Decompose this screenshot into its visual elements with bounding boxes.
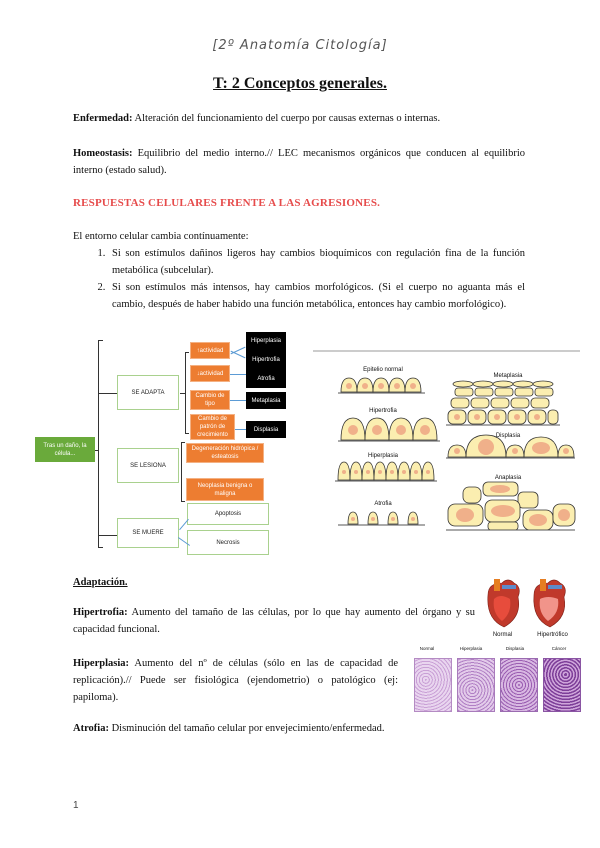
- tissue-sample-cancer: [543, 658, 581, 712]
- branch-se-lesiona: SE LESIONA: [117, 448, 179, 483]
- label-anaplasia: Anaplasia: [494, 475, 522, 481]
- item-neoplasia: Neoplasia benigna o maligna: [186, 478, 264, 501]
- tissue-sample-displasia: [500, 658, 538, 712]
- heart-figure: Normal Hipertrófico: [480, 575, 580, 640]
- item-necrosis: Necrosis: [187, 530, 269, 555]
- definition-text: Aumento del nº de células (sólo en las d…: [73, 658, 398, 703]
- adaptacion-heading: Adaptación.: [73, 574, 525, 591]
- branch-se-adapta: SE ADAPTA: [117, 375, 179, 410]
- label-epitelio-normal: Epitelio normal: [363, 367, 403, 373]
- response-list: Si son estímulos dañinos ligeros hay cam…: [73, 245, 525, 313]
- list-item: Si son estímulos más intensos, hay cambi…: [108, 279, 525, 313]
- definition-hipertrofia: Hipertrofia: Aumento del tamaño de las c…: [73, 604, 475, 638]
- heart-illustration-icon: [487, 579, 566, 628]
- definition-hiperplasia: Hiperplasia: Aumento del nº de células (…: [73, 655, 398, 706]
- label-atrofia: Atrofia: [374, 501, 392, 507]
- tissue-sample-normal: [414, 658, 452, 712]
- branch-se-muere: SE MUERE: [117, 518, 179, 548]
- definition-text: Equilibrio del medio interno.// LEC meca…: [73, 148, 525, 176]
- page-title: T: 2 Conceptos generales.: [213, 75, 387, 92]
- result-hiperplasia: Hiperplasia: [250, 338, 281, 345]
- item-apoptosis: Apoptosis: [187, 503, 269, 525]
- cell-illustration-icon: [335, 377, 576, 531]
- item-degeneracion: Degeneración hidrópica / esteatosis: [186, 443, 264, 463]
- tissue-progression-figure: Normal Hiperplasia Displasia Cáncer: [412, 645, 582, 712]
- label-hiperplasia: Hiperplasia: [459, 645, 483, 651]
- term: Enfermedad:: [73, 113, 133, 124]
- diagram-root: Tras un daño, la célula...: [35, 437, 95, 462]
- result-hipertrofia: Hipertrofia: [252, 356, 280, 363]
- term: Hiperplasia:: [73, 658, 130, 669]
- cell-adaptation-figure: Epitelio normal Hipertrofia Hiperplasia …: [313, 350, 580, 532]
- item-decrease-activity: ↓actividad: [190, 365, 230, 382]
- label-normal: Normal: [419, 645, 435, 651]
- heading-text: Adaptación.: [73, 577, 128, 588]
- document-header: [2º Anatomía Citología]: [212, 38, 388, 53]
- term: Hipertrofia:: [73, 607, 128, 618]
- intro-text: El entorno celular cambia contínuamente:: [73, 231, 249, 242]
- label-hiperplasia: Hiperplasia: [367, 453, 398, 459]
- definition-atrofia: Atrofia: Disminución del tamaño celular …: [73, 720, 525, 737]
- result-displasia: Displasia: [246, 421, 286, 438]
- item-increase-activity: ↑actividad: [190, 342, 230, 359]
- term: Homeostasis:: [73, 148, 133, 159]
- section-heading: RESPUESTAS CELULARES FRENTE A LAS AGRESI…: [73, 197, 381, 209]
- cell-response-diagram: Tras un daño, la célula... SE ADAPTA SE …: [35, 330, 286, 560]
- item-change-growth-pattern: Cambio de patrón de crecimiento: [190, 414, 235, 440]
- page-number: 1: [73, 800, 79, 811]
- intro-paragraph: El entorno celular cambia contínuamente:…: [73, 228, 525, 313]
- results-activity: Hiperplasia Hipertrofia Atrofia: [246, 332, 286, 388]
- definition-text: Alteración del funcionamiento del cuerpo…: [132, 113, 441, 124]
- result-atrofia: Atrofia: [257, 375, 275, 382]
- term: Atrofia:: [73, 723, 109, 734]
- label-displasia: Displasia: [505, 645, 525, 651]
- label-normal: Normal: [492, 632, 513, 638]
- definition-text: Aumento del tamaño de las células, por l…: [73, 607, 475, 635]
- label-metaplasia: Metaplasia: [493, 373, 523, 379]
- item-change-type: Cambio de tipo: [190, 390, 230, 410]
- definition-enfermedad: Enfermedad: Alteración del funcionamient…: [73, 110, 525, 127]
- list-item: Si son estímulos dañinos ligeros hay cam…: [108, 245, 525, 279]
- definition-text: Disminución del tamaño celular por envej…: [108, 723, 385, 734]
- label-hipertrofico: Hipertrófico: [537, 632, 568, 638]
- label-hipertrofia: Hipertrofia: [369, 408, 397, 414]
- definition-homeostasis: Homeostasis: Equilibrio del medio intern…: [73, 145, 525, 179]
- label-cancer: Cáncer: [551, 645, 567, 651]
- tissue-sample-hiperplasia: [457, 658, 495, 712]
- result-metaplasia: Metaplasia: [246, 392, 286, 409]
- label-displasia: Displasia: [495, 433, 521, 439]
